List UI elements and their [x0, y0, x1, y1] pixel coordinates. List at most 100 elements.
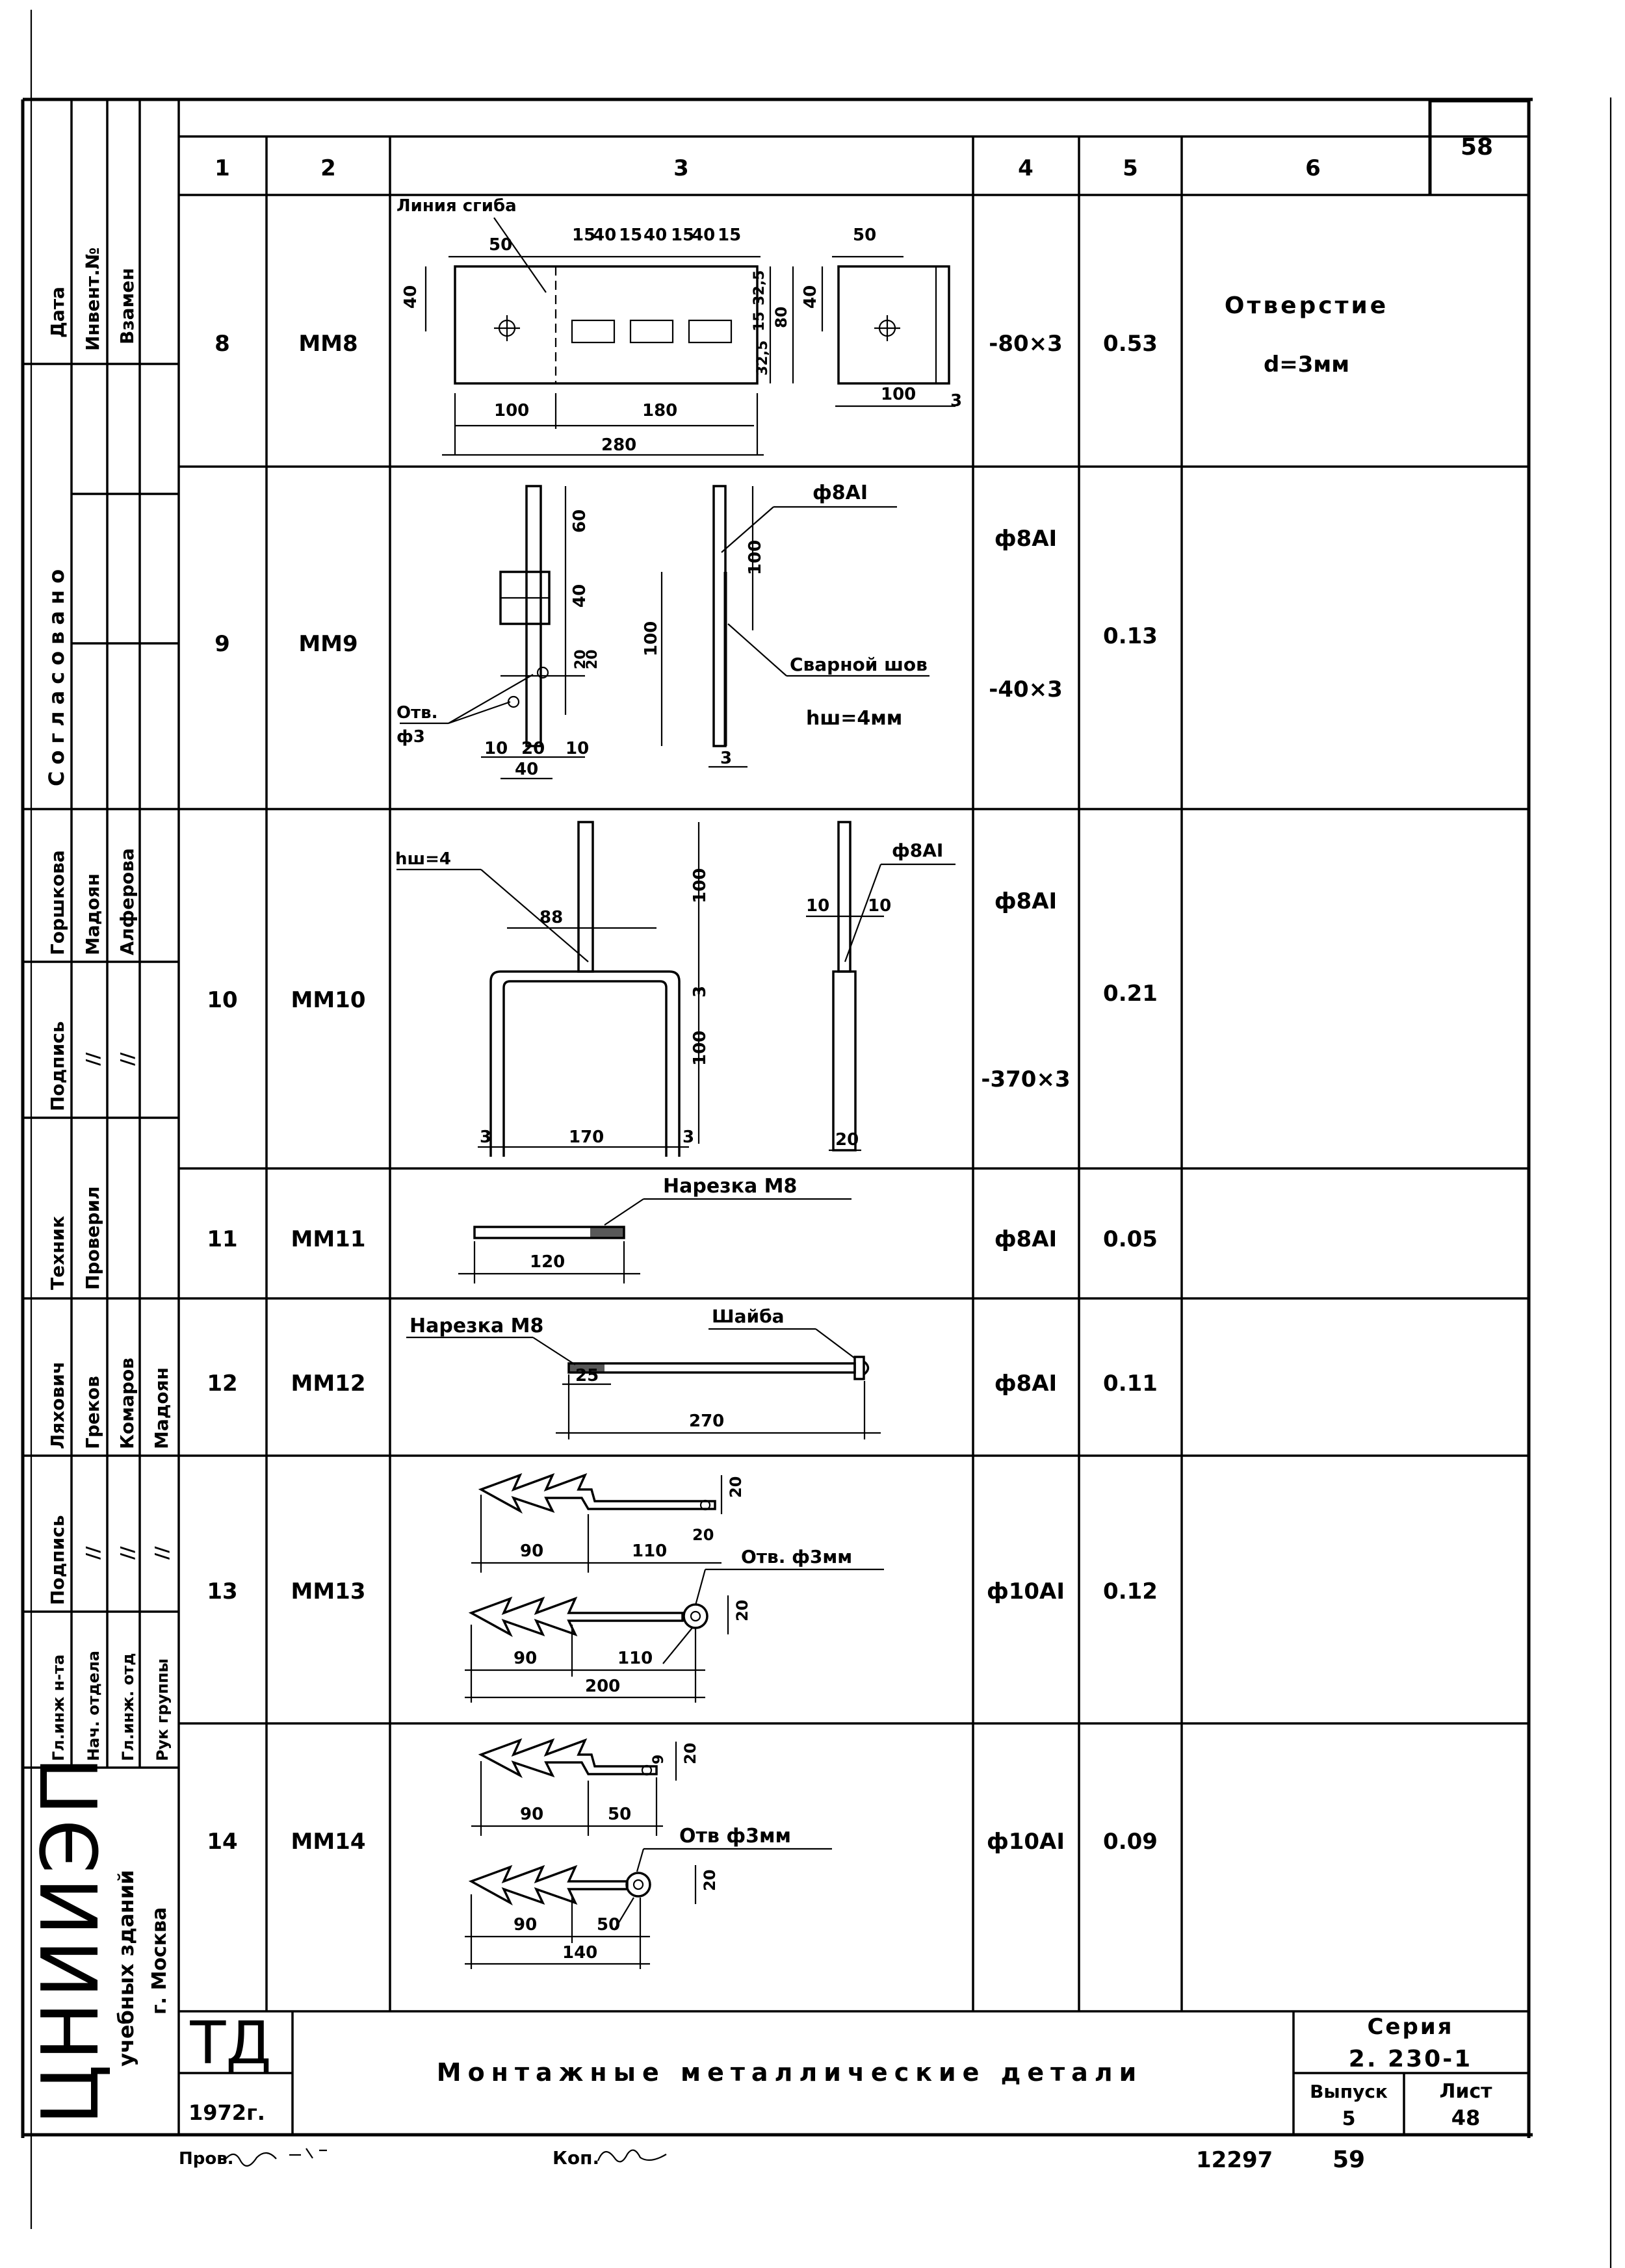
dim-label: 25 — [575, 1366, 599, 1385]
stamp-sign: // — [151, 1546, 172, 1560]
dim-label: 270 — [689, 1411, 724, 1431]
drawing-title: Монтажные металлические детали — [437, 2058, 1143, 2087]
drawing-label: hш=4 — [395, 849, 451, 869]
dim-label: 3 — [690, 986, 710, 998]
dim-label: 50 — [597, 1915, 620, 1935]
row-material: ф8АI — [994, 1226, 1057, 1252]
dim-label: 20 — [701, 1870, 719, 1891]
column-header-4: 4 — [1018, 155, 1034, 181]
dim-label: 90 — [514, 1649, 537, 1668]
dim-label: 3 — [682, 1128, 694, 1147]
stamp-name: Мадоян — [151, 1367, 172, 1449]
row-material: ф8АI — [994, 1371, 1057, 1397]
stamp-label: Нач. отдела — [84, 1651, 103, 1761]
stamp-name: Греков — [82, 1376, 103, 1449]
dim-label: 90 — [520, 1805, 543, 1824]
dim-label: 3 — [720, 749, 732, 768]
drawing-label: Нарезка М8 — [663, 1175, 797, 1198]
row-note: Отверстие — [1225, 292, 1388, 319]
dim-label: 80 — [772, 307, 790, 328]
dim-label: 20 — [573, 649, 589, 669]
row-number: 10 — [207, 987, 237, 1013]
stamp-label: Рук группы — [153, 1658, 172, 1761]
sheet-value: 48 — [1451, 2106, 1481, 2130]
dim-label: 100 — [881, 385, 916, 404]
dim-label: 20 — [733, 1600, 751, 1621]
dim-label: 110 — [632, 1541, 667, 1561]
stamp-sign: // — [116, 1546, 138, 1560]
dim-label: 40 — [692, 226, 715, 245]
drawing-label: ф8АI — [812, 482, 868, 504]
dim-label: 15 — [718, 226, 741, 245]
series-label: Серия — [1367, 2014, 1453, 2040]
issue-label: Выпуск — [1310, 2081, 1388, 2102]
dim-label: 32,5 — [751, 270, 768, 305]
row-mass: 0.09 — [1103, 1829, 1158, 1855]
column-header-3: 3 — [673, 155, 689, 181]
dim-label: 9 — [651, 1755, 667, 1764]
stamp-label: Техник — [47, 1216, 68, 1290]
row-number: 13 — [207, 1579, 237, 1604]
row-mass: 0.05 — [1103, 1226, 1158, 1252]
column-header-1: 1 — [214, 155, 230, 181]
title-year: 1972г. — [188, 2100, 265, 2125]
stamp-name: Алферова — [116, 848, 138, 955]
dim-label: 60 — [570, 509, 590, 533]
dim-label: 100 — [746, 540, 765, 575]
stamp-label: Подпись — [47, 1021, 68, 1111]
dim-label: 140 — [562, 1943, 597, 1963]
drawing-mm12: Нарезка М8 Шайба 25 270 — [406, 1306, 881, 1439]
footer: Пров. Коп. 12297 59 — [179, 2146, 1365, 2173]
row-number: 8 — [214, 331, 230, 357]
dim-label: 90 — [520, 1541, 543, 1561]
row-mass: 0.53 — [1103, 331, 1158, 357]
dim-label: 40 — [593, 226, 616, 245]
drawing-label: Сварной шов — [790, 654, 928, 675]
side-stamp-text: Дата Инвент.№ Взамен Согласовано Горшков… — [26, 248, 172, 2125]
column-header-2: 2 — [320, 155, 336, 181]
drawing-label: Линия сгиба — [396, 196, 517, 216]
drawing-label: Отв ф3мм — [679, 1825, 791, 1848]
stamp-sign: // — [116, 1052, 138, 1066]
stamp-label: Проверил — [82, 1186, 103, 1290]
drawing-mm14: 9 20 90 50 Отв ф3мм 20 90 50 140 — [465, 1738, 832, 1969]
row-mass: 0.12 — [1103, 1579, 1158, 1604]
drawing-label: ф3 — [396, 727, 425, 747]
dim-label: 20 — [584, 649, 601, 669]
title-logo: ТД — [189, 2009, 271, 2078]
dim-label: 10 — [806, 896, 829, 916]
stamp-name: Ляхович — [47, 1361, 68, 1449]
table-rows: 8 ММ8 -80×3 0.53 Отверстие d=3мм 9 ММ9 ф… — [207, 292, 1388, 1855]
stamp-name: Горшкова — [47, 850, 68, 955]
dim-label: 20 — [727, 1476, 745, 1498]
stamp-label: Подпись — [47, 1515, 68, 1605]
table-row: 12 ММ12 ф8АI 0.11 — [207, 1371, 1158, 1397]
stamp-label: Гл.инж. отд — [119, 1653, 137, 1761]
drawing-label: Нарезка М8 — [410, 1315, 543, 1337]
dim-label: 100 — [494, 401, 529, 420]
drawing-label: hш=4мм — [806, 707, 902, 730]
dim-label: 88 — [540, 908, 563, 927]
dim-label: 20 — [692, 1526, 714, 1544]
dim-label: 100 — [690, 1031, 710, 1066]
table-row: 11 ММ11 ф8АI 0.05 — [207, 1226, 1158, 1252]
dim-label: 20 — [521, 739, 545, 758]
row-mark: ММ11 — [291, 1226, 366, 1252]
dim-label: 40 — [570, 584, 590, 608]
stamp-sign: // — [82, 1052, 103, 1066]
dim-label: 20 — [835, 1130, 859, 1150]
dim-label: 50 — [608, 1805, 631, 1824]
table-grid — [177, 99, 1529, 2135]
dim-label: 10 — [566, 739, 589, 758]
row-mark: ММ14 — [291, 1829, 366, 1855]
dim-label: 15 — [751, 311, 768, 331]
footer-doc-number: 12297 — [1196, 2147, 1273, 2173]
footer-copy: Коп. — [552, 2147, 599, 2169]
dim-label: 3 — [950, 391, 962, 411]
drawing-mm9: 60 40 20 20 Отв. ф3 10 20 10 40 100 100 … — [396, 482, 930, 780]
sheet-number-top: 58 — [1461, 134, 1493, 161]
stamp-label: Взамен — [116, 268, 138, 344]
dim-label: 110 — [618, 1649, 653, 1668]
dim-label: 40 — [515, 760, 538, 779]
